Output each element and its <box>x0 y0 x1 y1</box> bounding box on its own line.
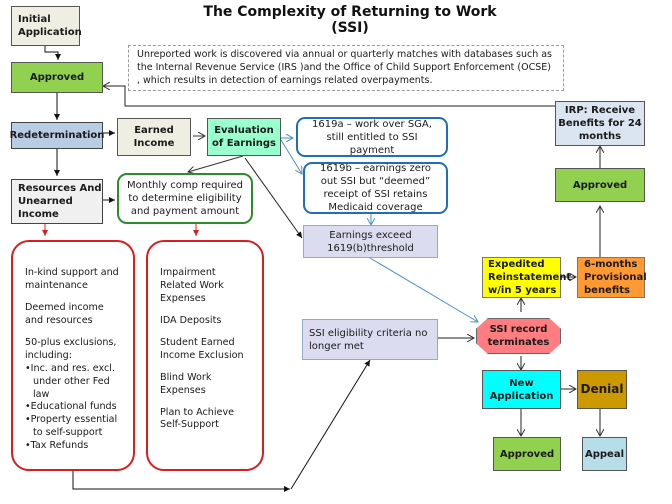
node-approved-right: Approved <box>555 168 645 202</box>
node-resources-unearned-income: Resources And Unearned Income <box>11 179 103 224</box>
node-earned-income: Earned Income <box>117 118 191 156</box>
node-monthly-comp: Monthly comp required to determine eligi… <box>117 173 253 224</box>
unreported-work-note: Unreported work is discovered via annual… <box>128 45 564 91</box>
node-irp: IRP: Receive Benefits for 24 months <box>555 101 645 146</box>
list-bullet: •Educational funds <box>25 401 117 413</box>
arrow-evaluation-to-monthly <box>188 155 244 172</box>
list-item: 50-plus exclusions, including: <box>25 336 117 361</box>
node-evaluation-of-earnings: Evaluation of Earnings <box>207 118 281 156</box>
list-bullet: •Property essential to self-support <box>25 414 118 439</box>
list-bullet: •Tax Refunds <box>25 440 89 452</box>
list-item: Blind Work Expenses <box>160 371 212 396</box>
node-new-application: New Application <box>482 370 561 409</box>
work-incentives-list: Impairment Related Work Expenses IDA Dep… <box>146 240 264 471</box>
node-provisional-benefits: 6-months Provisional benefits <box>577 257 647 298</box>
list-item: Student Earned Income Exclusion <box>160 336 244 361</box>
arrow-list-to-eligibility <box>72 471 290 492</box>
unearned-income-list: In-kind support and maintenance Deemed i… <box>11 240 135 471</box>
node-approved-bottom: Approved <box>493 437 561 471</box>
node-eligibility-not-met: SSI eligibility criteria no longer met <box>302 319 438 360</box>
node-expedited-reinstatement: Expedited Reinstatement w/in 5 years <box>482 257 571 298</box>
arrow-initial-to-approved <box>44 46 61 60</box>
node-1619a: 1619a – work over SGA, still entitled to… <box>296 117 448 157</box>
arrow-exceed-to-terminates <box>369 257 478 322</box>
node-denial: Denial <box>577 370 627 409</box>
node-earnings-exceed: Earnings exceed 1619(b)threshold <box>303 225 438 258</box>
node-initial-application: Initial Application <box>11 6 82 46</box>
list-item: Impairment Related Work Expenses <box>160 267 224 304</box>
list-item: IDA Deposits <box>160 314 222 326</box>
node-appeal: Appeal <box>582 437 627 471</box>
list-item: Deemed income and resources <box>25 301 104 326</box>
node-1619b: 1619b – earnings zero out SSI but “deeme… <box>303 162 448 214</box>
node-ssi-record-terminates: SSI record terminates <box>476 318 561 354</box>
node-redetermination: Redetermination <box>10 122 104 149</box>
arrow-bottom-to-eligibility <box>290 359 371 490</box>
list-item: Plan to Achieve Self-Support <box>160 406 235 431</box>
arrow-evaluation-to-exceed <box>244 157 303 239</box>
list-item: In-kind support and maintenance <box>25 267 119 291</box>
node-approved-top: Approved <box>11 62 103 93</box>
list-bullet: •Inc. and res. excl. under other Fed law <box>25 362 116 400</box>
diagram-title: The Complexity of Returning to Work (SSI… <box>203 4 497 36</box>
